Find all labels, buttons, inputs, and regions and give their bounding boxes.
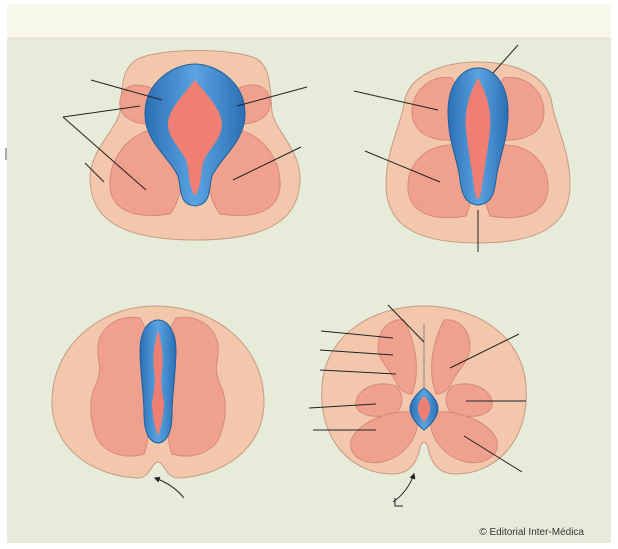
- rotation-arrow-bottom-left: [155, 478, 184, 498]
- rotation-arrow-bottom-right: [393, 474, 414, 502]
- panel-bottom-left: [52, 306, 264, 498]
- panel-top-left: [63, 51, 307, 241]
- panel-top-right: [354, 45, 570, 252]
- panel-bottom-right: [309, 305, 526, 506]
- copyright-credit: © Editorial Inter-Médica: [479, 527, 584, 538]
